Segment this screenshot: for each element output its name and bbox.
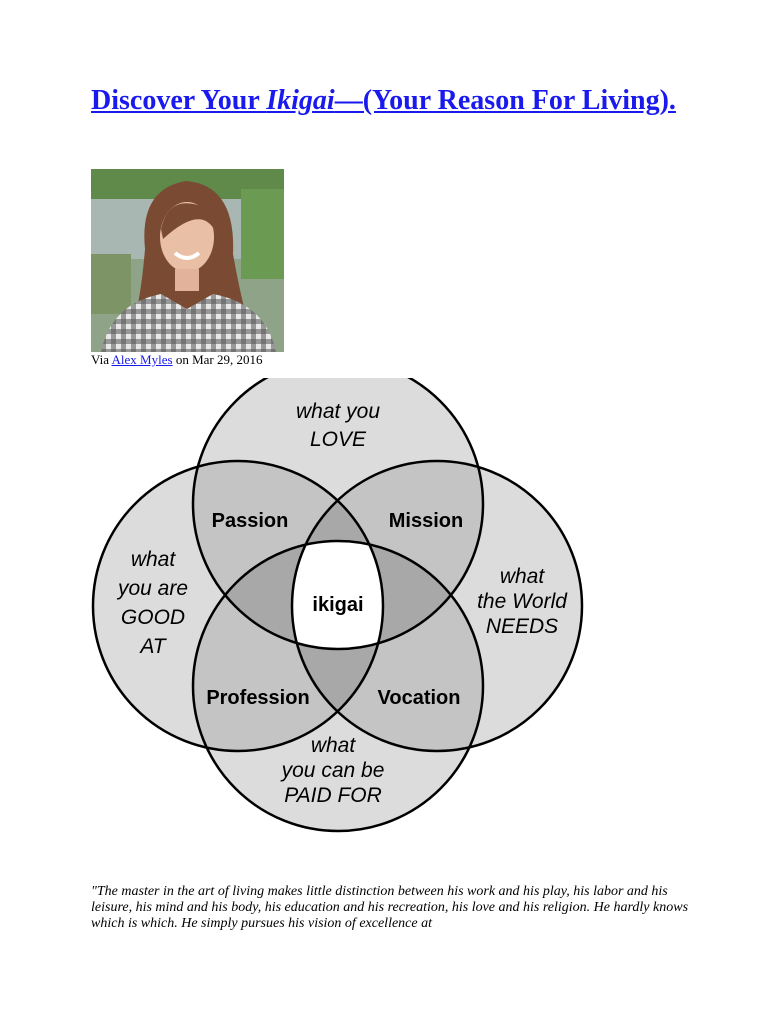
title-text-italic: Ikigai <box>266 85 335 116</box>
author-photo-image <box>91 169 284 352</box>
byline-date: on Mar 29, 2016 <box>172 352 263 367</box>
label-profession: Profession <box>206 687 309 709</box>
label-mission: Mission <box>389 510 463 532</box>
label-good-3: GOOD <box>121 606 185 629</box>
label-world-1: what <box>500 565 546 588</box>
author-link[interactable]: Alex Myles <box>111 352 173 367</box>
article-title[interactable]: Discover Your Ikigai—(Your Reason For Li… <box>91 84 711 118</box>
label-paid-1: what <box>311 734 357 757</box>
label-world-3: NEEDS <box>486 615 558 638</box>
title-text-2: —(Your Reason For Living). <box>334 85 676 116</box>
label-vocation: Vocation <box>378 687 461 709</box>
label-good-2: you are <box>116 577 188 600</box>
label-good-4: AT <box>138 635 167 658</box>
label-world-2: the World <box>477 590 568 613</box>
label-passion: Passion <box>212 510 289 532</box>
label-love-2: LOVE <box>310 428 367 451</box>
author-photo <box>91 169 284 352</box>
label-paid-2: you can be <box>280 759 385 782</box>
byline-prefix: Via <box>91 352 112 367</box>
label-ikigai: ikigai <box>312 594 363 616</box>
label-paid-3: PAID FOR <box>284 784 382 807</box>
label-good-1: what <box>131 548 177 571</box>
quote-text: "The master in the art of living makes l… <box>91 884 689 931</box>
title-text-1: Discover Your <box>91 85 267 116</box>
ikigai-venn-diagram: what you LOVE what you are GOOD AT what … <box>91 378 584 833</box>
byline: Via Alex Myles on Mar 29, 2016 <box>91 352 262 368</box>
label-love-1: what you <box>296 400 380 423</box>
